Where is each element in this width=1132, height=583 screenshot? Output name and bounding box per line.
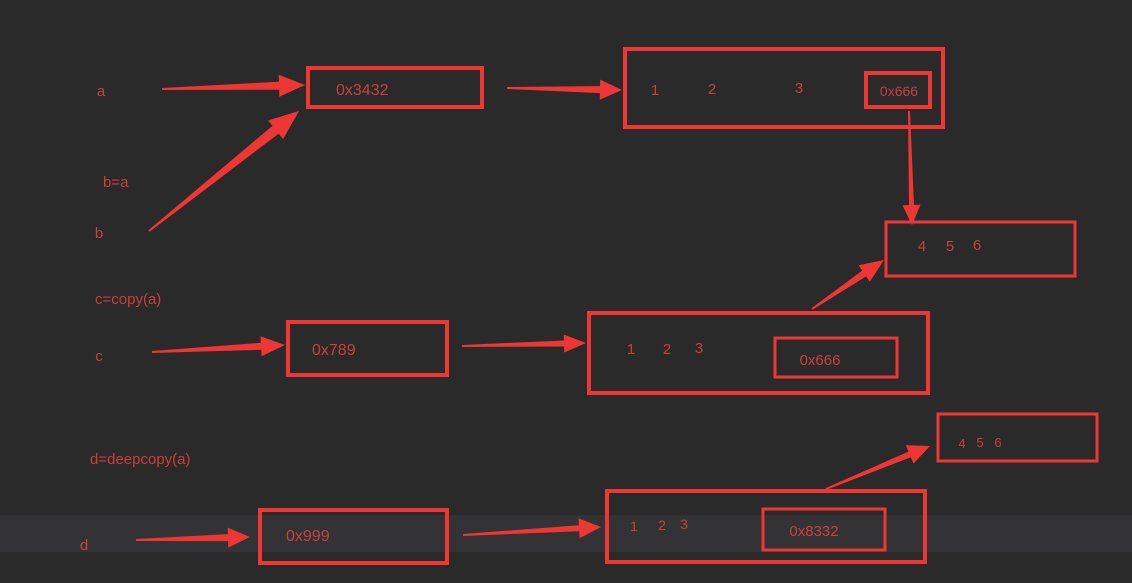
box-a-list [623,47,945,129]
d-list-item-1: 1 [630,518,638,534]
box-shared-456 [884,220,1077,278]
arrow-d-addr-to-list [462,518,601,539]
box-d-list-ref [761,507,887,552]
label-d: d [80,537,88,554]
arrow-c-addr-to-list [462,334,586,353]
label-a: a [97,83,106,100]
box-c-list-ref [773,336,899,379]
label-d-assignment: d=deepcopy(a) [90,451,191,468]
shared-456-item-4: 4 [918,238,926,255]
d-list-item-2: 2 [658,517,666,533]
arrow-a-ref-to-456 [902,111,921,225]
arrow-c-to-addr [151,336,285,357]
arrow-d-to-addr [136,527,250,548]
a-list-item-2: 2 [708,81,716,98]
arrow-a-addr-to-list [507,79,622,100]
deep-456-item-5: 5 [976,435,983,450]
label-c: c [95,348,103,365]
c-list-item-1: 1 [627,341,635,358]
deep-456-item-6: 6 [994,435,1001,450]
highlight-band [0,515,1132,552]
addr-d: 0x999 [286,528,330,545]
c-list-item-2: 2 [663,341,671,358]
d-list-ref-addr: 0x8332 [789,523,838,540]
box-d-list [605,489,927,564]
d-list-item-3: 3 [680,516,688,532]
c-list-ref-addr: 0x666 [800,352,841,369]
box-a-list-ref [864,71,932,109]
shared-456-item-5: 5 [946,238,954,255]
arrow-d-list-to-456 [825,445,930,490]
arrow-b-to-addr [148,111,299,232]
deep-456-item-4: 4 [958,436,965,451]
box-a-addr [306,66,484,109]
a-list-item-3: 3 [795,80,803,97]
addr-a: 0x3432 [336,82,389,99]
box-c-addr [286,320,449,377]
box-c-list [587,311,930,395]
shared-456-item-6: 6 [973,237,981,254]
label-c-assignment: c=copy(a) [95,291,161,308]
arrow-c-list-to-456 [811,260,884,310]
a-list-item-1: 1 [651,82,659,99]
box-d-addr [258,508,449,565]
arrow-a-to-addr [162,74,305,97]
addr-c: 0x789 [312,342,356,359]
a-list-ref-addr: 0x666 [880,83,918,99]
c-list-item-3: 3 [695,340,703,357]
box-deep-456 [936,412,1099,463]
label-b: b [95,225,103,242]
label-b-assignment: b=a [103,174,129,191]
